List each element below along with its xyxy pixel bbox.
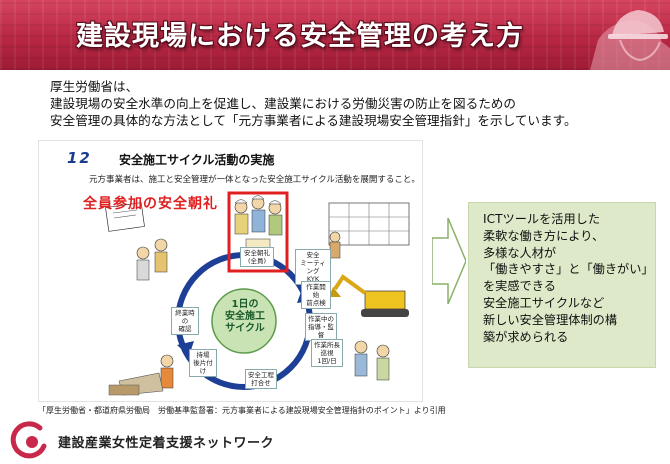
cleanup-worker-icon bbox=[108, 354, 174, 396]
chorei-box-label: 安全朝礼(全員) bbox=[240, 247, 274, 267]
safety-cycle-figure: 12 安全施工サイクル活動の実施 元方事業者は、施工と安全管理が一体となった安全… bbox=[38, 140, 423, 402]
callout-line: 柔軟な働き方により、 bbox=[483, 228, 605, 243]
intro-line: 建設現場の安全水準の向上を促進し、建設業における労働災害の防止を図るための bbox=[50, 96, 516, 111]
ict-callout-box: ICTツールを活用した 柔軟な働き方により、 多様な人材が 「働きやすさ」と「働… bbox=[468, 202, 656, 368]
intro-text: 厚生労働省は、 建設現場の安全水準の向上を促進し、建設業における労働災害の防止を… bbox=[50, 78, 660, 129]
cycle-step-label: 終業時の確認 bbox=[171, 307, 199, 335]
network-logo-icon bbox=[10, 421, 47, 459]
organization-name: 建設産業女性定着支援ネットワーク bbox=[58, 436, 275, 451]
board-worker-icon bbox=[105, 202, 168, 281]
cycle-step-label: 作業中の指導・監督 bbox=[305, 313, 337, 341]
intro-line: 厚生労働省は、 bbox=[50, 79, 139, 94]
figure-citation: 「厚生労働省・都道府県労働局 労働基準監督署：元方事業者による建設現場安全管理指… bbox=[38, 406, 446, 415]
banner-pattern bbox=[0, 0, 670, 70]
inspection-worker-icon bbox=[354, 340, 390, 381]
header-banner: 建設現場における安全管理の考え方 bbox=[0, 0, 670, 70]
cycle-center-disc bbox=[211, 288, 277, 354]
figure-description: 元方事業者は、施工と安全管理が一体となった安全施工サイクル活動を展開すること。 bbox=[89, 175, 420, 185]
figure-title: 安全施工サイクル活動の実施 bbox=[119, 153, 275, 167]
callout-line: 新しい安全管理体制の構 bbox=[483, 312, 618, 327]
cycle-center-label: 1日の安全施工サイクル bbox=[225, 299, 265, 334]
excavator-icon bbox=[329, 274, 409, 317]
callout-line: を実感できる bbox=[483, 279, 556, 294]
cycle-step-label: 作業開始前点検 bbox=[301, 281, 331, 309]
cycle-step-label: 持場後片付け bbox=[189, 349, 217, 377]
callout-line: 築が求められる bbox=[483, 329, 569, 344]
page-title: 建設現場における安全管理の考え方 bbox=[76, 21, 524, 52]
cycle-step-label: 安全工程打合せ bbox=[245, 369, 277, 389]
figure-number: 12 bbox=[67, 149, 92, 167]
callout-line: 多様な人材が bbox=[483, 245, 557, 260]
intro-line: 安全管理の具体的な方法として「元方事業者による建設現場安全管理指針」を示していま… bbox=[50, 113, 577, 128]
callout-line: 安全施工サイクルなど bbox=[483, 295, 605, 310]
helmet-worker-icon bbox=[590, 10, 670, 70]
scaffold-icon bbox=[328, 202, 410, 259]
chorei-highlight-box bbox=[227, 191, 289, 273]
workers-group-icon bbox=[234, 195, 283, 250]
chorei-highlight-label: 全員参加の安全朝礼 bbox=[83, 196, 218, 212]
right-arrow-icon bbox=[432, 218, 466, 304]
callout-line: 「働きやすさ」と「働きがい」 bbox=[483, 262, 654, 277]
callout-line: ICTツールを活用した bbox=[483, 212, 601, 226]
